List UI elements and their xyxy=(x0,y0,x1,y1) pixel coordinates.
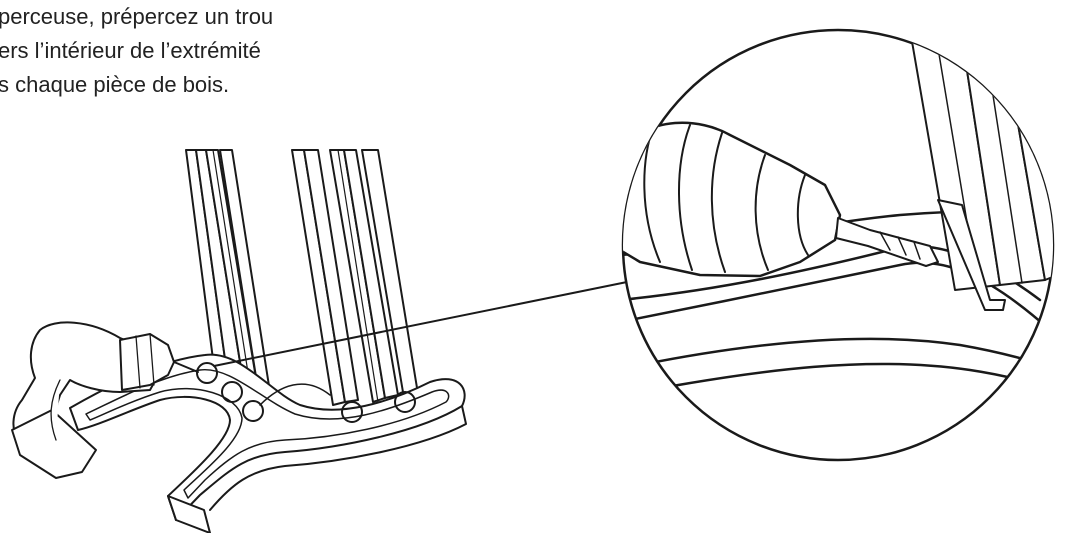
base-inner-groove xyxy=(85,369,450,499)
drill-chuck xyxy=(119,333,175,391)
instruction-line-2: ers l’intérieur de l’extrémité xyxy=(0,38,261,63)
wood-stand-base xyxy=(69,353,467,533)
callout-leader-line xyxy=(213,281,628,367)
base-front-face xyxy=(167,495,211,533)
base-side-face xyxy=(209,405,467,511)
instruction-text: perceuse, prépercez un trou ers l’intéri… xyxy=(0,0,358,102)
wood-plank-edge xyxy=(212,149,253,399)
drill-grip-line xyxy=(50,379,61,441)
wood-plank-right-group xyxy=(291,149,419,406)
pilot-hole-marker xyxy=(242,400,264,422)
pilot-hole-markers xyxy=(196,362,416,423)
pilot-hole-marker xyxy=(394,391,416,413)
instruction-line-3: s chaque pièce de bois. xyxy=(0,72,230,97)
drill-chuck-ring xyxy=(149,333,155,386)
base-inner-arch xyxy=(259,383,331,406)
base-top-outline xyxy=(69,353,466,521)
magnifier-callout xyxy=(621,28,1055,462)
pilot-hole-marker xyxy=(221,381,243,403)
pilot-hole-marker xyxy=(196,362,218,384)
instruction-line-1: perceuse, prépercez un trou xyxy=(0,4,274,29)
drill-icon xyxy=(11,321,199,479)
drill-bit-icon xyxy=(173,361,199,373)
drill-chuck-ring xyxy=(135,335,141,389)
pilot-hole-marker xyxy=(341,401,363,423)
wood-plank-edge xyxy=(337,149,379,403)
